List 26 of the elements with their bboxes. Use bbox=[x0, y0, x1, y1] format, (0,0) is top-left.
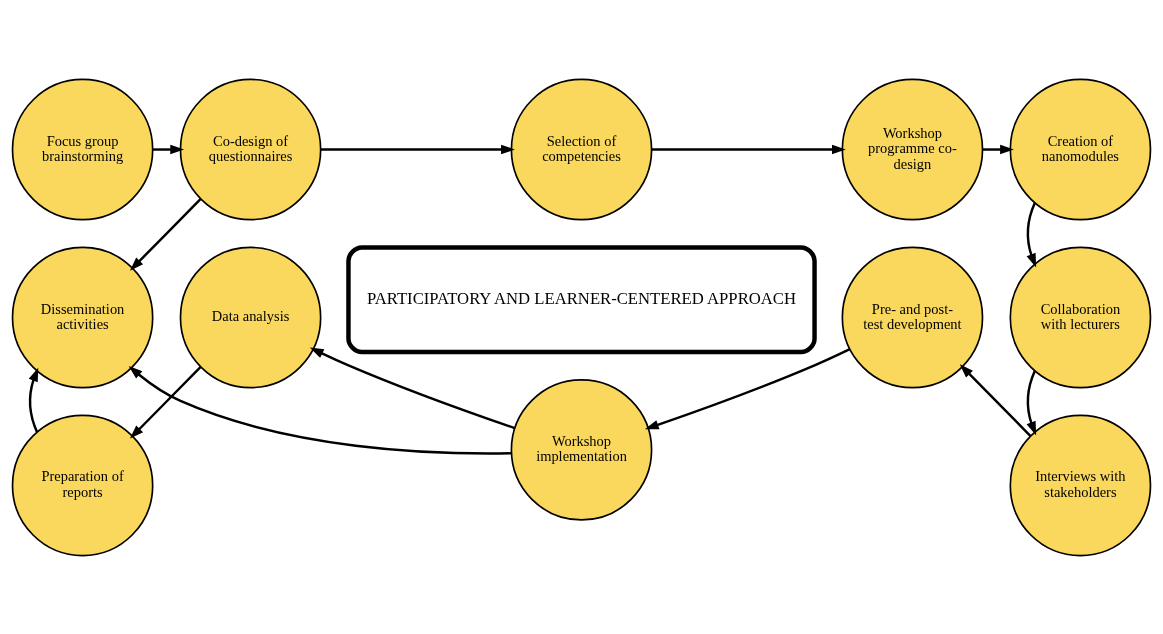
node-circle: Pre- and post-test development bbox=[841, 246, 984, 388]
arrow bbox=[1026, 202, 1037, 267]
node-circle: Focus group brainstorming bbox=[11, 78, 154, 220]
node-circle: Dissemination activities bbox=[11, 246, 154, 388]
node-circle: Collaboration with lecturers bbox=[1009, 246, 1152, 388]
node-circle: Interviews with stakeholders bbox=[1009, 414, 1152, 556]
arrow bbox=[309, 347, 516, 429]
arrow bbox=[153, 144, 185, 154]
node-circle: Creation of nanomodules bbox=[1009, 78, 1152, 220]
node-circle: Co-design of questionnaires bbox=[179, 78, 322, 220]
arrow bbox=[959, 363, 1032, 437]
node-circle: Data analysis bbox=[179, 246, 322, 388]
arrow bbox=[28, 367, 39, 432]
node-circle: Workshop implementation bbox=[510, 378, 653, 521]
node-box: PARTICIPATORY AND LEARNER-CENTERED APPROACH bbox=[346, 244, 817, 354]
arrow bbox=[128, 365, 512, 455]
node-circle: Selection of competencies bbox=[510, 78, 653, 220]
arrow bbox=[651, 144, 846, 154]
node-circle: Workshop programme co-design bbox=[841, 78, 984, 220]
arrow bbox=[982, 144, 1014, 154]
node-circle: Preparation of reports bbox=[11, 414, 154, 556]
arrow bbox=[644, 347, 851, 429]
arrow bbox=[321, 144, 515, 154]
arrow bbox=[1026, 370, 1037, 435]
arrow bbox=[129, 365, 202, 439]
arrow bbox=[129, 197, 202, 271]
